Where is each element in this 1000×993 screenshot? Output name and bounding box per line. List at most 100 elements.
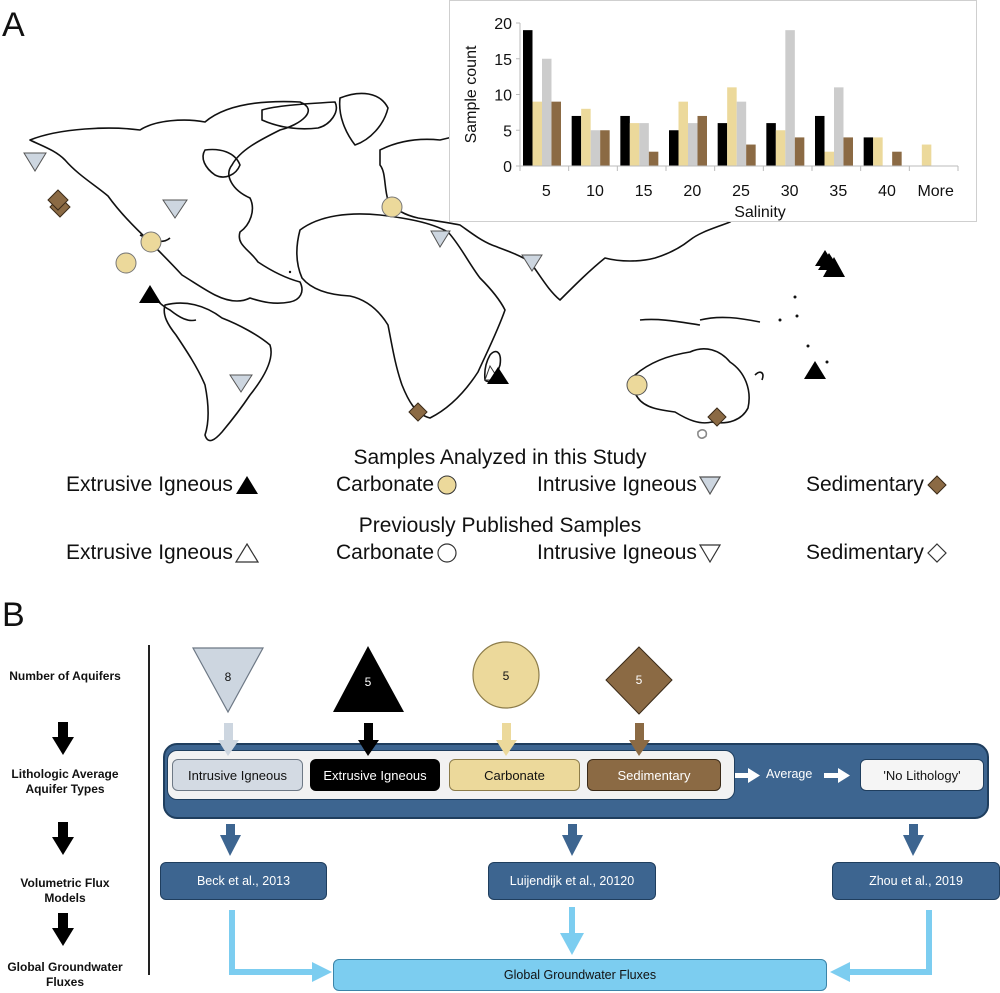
- filled-triangle-down-icon: [698, 476, 721, 496]
- legend-label: Sedimentary: [806, 541, 924, 564]
- down-arrow-icon: [560, 907, 584, 955]
- bar-intrusive-igneous: [639, 123, 649, 166]
- marker-carbonate: [626, 374, 648, 396]
- average-label: Average: [766, 767, 813, 781]
- continent-australia: [632, 348, 750, 424]
- bar-sedimentary: [600, 130, 610, 166]
- x-tick-label: 40: [878, 183, 896, 200]
- marker-sedimentary: [408, 402, 428, 422]
- marker-carbonate: [140, 231, 162, 253]
- marker-extrusive-igneous: [487, 367, 509, 384]
- bar-carbonate: [727, 87, 737, 166]
- marker-extrusive-igneous: [804, 361, 826, 379]
- legend-label: Carbonate: [336, 541, 435, 564]
- bar-sedimentary: [697, 115, 707, 166]
- marker-sedimentary: [707, 407, 727, 427]
- x-tick-label: 10: [586, 183, 604, 200]
- open-circle-icon: [437, 543, 457, 563]
- legend-study-intrusive-igneous: Intrusive Igneous: [537, 473, 721, 497]
- carbonate-count: 5: [502, 669, 510, 683]
- legend-title-study: Samples Analyzed in this Study: [353, 446, 647, 469]
- bar-extrusive-igneous: [766, 123, 776, 166]
- bar-sedimentary: [892, 151, 902, 166]
- chart-bars: [523, 30, 932, 167]
- y-tick-label: 5: [503, 123, 512, 140]
- model-box-beck: Beck et al., 2013: [160, 862, 327, 900]
- legend-published-extrusive-igneous: Extrusive Igneous: [66, 541, 259, 565]
- down-arrow-icon: [562, 824, 583, 856]
- legend-title-published: Previously Published Samples: [358, 514, 642, 537]
- marker-intrusive-igneous: [521, 254, 543, 272]
- y-axis-label: Sample count: [463, 45, 480, 143]
- bar-carbonate: [678, 101, 688, 166]
- marker-intrusive-igneous: [229, 374, 253, 393]
- sedimentary-count: 5: [635, 673, 643, 687]
- bar-intrusive-igneous: [736, 101, 747, 166]
- y-tick-label: 0: [503, 159, 512, 176]
- x-tick-label: 15: [635, 183, 653, 200]
- filled-circle-icon: [437, 475, 457, 495]
- bar-intrusive-igneous: [590, 130, 601, 166]
- x-tick-label: 5: [542, 183, 551, 200]
- legend-label: Sedimentary: [806, 473, 924, 496]
- filled-triangle-up-icon: [235, 476, 258, 494]
- down-arrow-icon: [52, 913, 74, 946]
- filled-diamond-icon: [927, 475, 947, 495]
- down-arrow-icon: [52, 722, 74, 755]
- legend-published-intrusive-igneous: Intrusive Igneous: [537, 541, 721, 565]
- open-diamond-icon: [927, 543, 947, 563]
- model-box-zhou: Zhou et al., 2019: [832, 862, 1000, 900]
- bar-carbonate: [629, 123, 640, 166]
- legend-study-sedimentary: Sedimentary: [806, 473, 948, 497]
- bar-carbonate: [873, 137, 883, 166]
- y-tick-label: 15: [494, 52, 512, 69]
- column-divider: [148, 645, 150, 975]
- x-tick-label: 35: [829, 183, 847, 200]
- bar-extrusive-igneous: [669, 130, 679, 166]
- marker-carbonate: [115, 252, 137, 274]
- legend-label: Extrusive Igneous: [66, 541, 233, 564]
- lithology-box-carbonate: Carbonate: [449, 759, 580, 791]
- row-label-lithologic-average: Lithologic Average Aquifer Types: [11, 767, 119, 796]
- elbow-arrow-icon: [830, 910, 932, 982]
- legend-label: Extrusive Igneous: [66, 473, 233, 496]
- panel-b-label: B: [2, 596, 25, 634]
- row-label-global-fluxes: Global Groundwater Fluxes: [7, 960, 123, 989]
- bar-intrusive-igneous: [834, 87, 844, 166]
- bar-intrusive-igneous: [688, 123, 698, 166]
- bar-sedimentary: [794, 137, 805, 166]
- bar-extrusive-igneous: [523, 30, 533, 167]
- row-label-volumetric-flux: Volumetric Flux Models: [20, 876, 110, 905]
- bar-intrusive-igneous: [785, 30, 795, 167]
- x-tick-label: 20: [683, 183, 701, 200]
- x-tick-label: 25: [732, 183, 750, 200]
- legend-label: Intrusive Igneous: [537, 541, 697, 564]
- bar-sedimentary: [551, 101, 561, 166]
- no-lithology-box: 'No Lithology': [860, 759, 984, 791]
- bar-carbonate: [775, 130, 786, 166]
- marker-carbonate: [381, 196, 403, 218]
- bar-extrusive-igneous: [717, 123, 728, 166]
- bar-sedimentary: [648, 151, 659, 166]
- down-arrow-icon: [52, 822, 74, 855]
- world-map: [23, 92, 845, 442]
- legend-study-carbonate: Carbonate: [336, 473, 458, 497]
- x-axis-label: Salinity: [734, 204, 786, 221]
- legend-study-extrusive-igneous: Extrusive Igneous: [66, 473, 259, 497]
- lithology-box-sedimentary: Sedimentary: [587, 759, 721, 791]
- legend-label: Intrusive Igneous: [537, 473, 697, 496]
- marker-intrusive-igneous: [162, 199, 188, 219]
- elbow-arrow-icon: [229, 910, 332, 982]
- x-tick-label: More: [917, 183, 954, 200]
- open-triangle-down-icon: [698, 544, 721, 564]
- bar-sedimentary: [843, 137, 853, 166]
- marker-extrusive-igneous: [823, 257, 845, 277]
- x-tick-label: 30: [781, 183, 799, 200]
- model-box-luijendijk: Luijendijk et al., 20120: [488, 862, 656, 900]
- open-triangle-up-icon: [234, 542, 259, 563]
- row-label-number-of-aquifers: Number of Aquifers: [9, 669, 121, 683]
- extrusive-igneous-count: 5: [364, 675, 372, 689]
- bar-extrusive-igneous: [815, 115, 825, 166]
